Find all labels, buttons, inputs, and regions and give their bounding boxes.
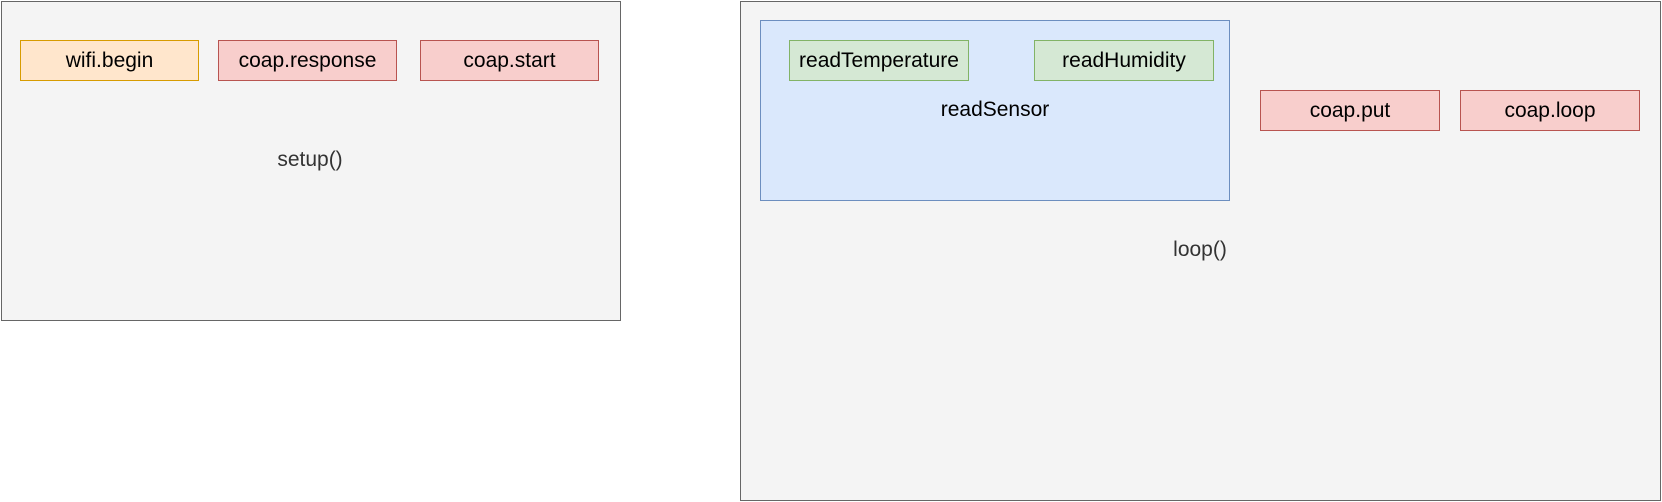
coap-start-node[interactable]: coap.start bbox=[420, 40, 599, 81]
coap-loop-node[interactable]: coap.loop bbox=[1460, 90, 1640, 131]
coap-response-label: coap.response bbox=[238, 48, 377, 72]
setup-label: setup() bbox=[277, 148, 343, 171]
read-sensor-label: readSensor bbox=[940, 98, 1050, 121]
read-temperature-label: readTemperature bbox=[799, 48, 959, 72]
coap-put-label: coap.put bbox=[1309, 98, 1391, 122]
read-humidity-node[interactable]: readHumidity bbox=[1034, 40, 1214, 81]
read-humidity-label: readHumidity bbox=[1062, 48, 1186, 72]
coap-put-node[interactable]: coap.put bbox=[1260, 90, 1440, 131]
coap-start-label: coap.start bbox=[463, 48, 556, 72]
coap-response-node[interactable]: coap.response bbox=[218, 40, 397, 81]
coap-loop-label: coap.loop bbox=[1504, 98, 1596, 122]
wifi-begin-node[interactable]: wifi.begin bbox=[20, 40, 199, 81]
loop-label: loop() bbox=[1173, 238, 1227, 261]
wifi-begin-label: wifi.begin bbox=[65, 48, 154, 72]
read-temperature-node[interactable]: readTemperature bbox=[789, 40, 969, 81]
